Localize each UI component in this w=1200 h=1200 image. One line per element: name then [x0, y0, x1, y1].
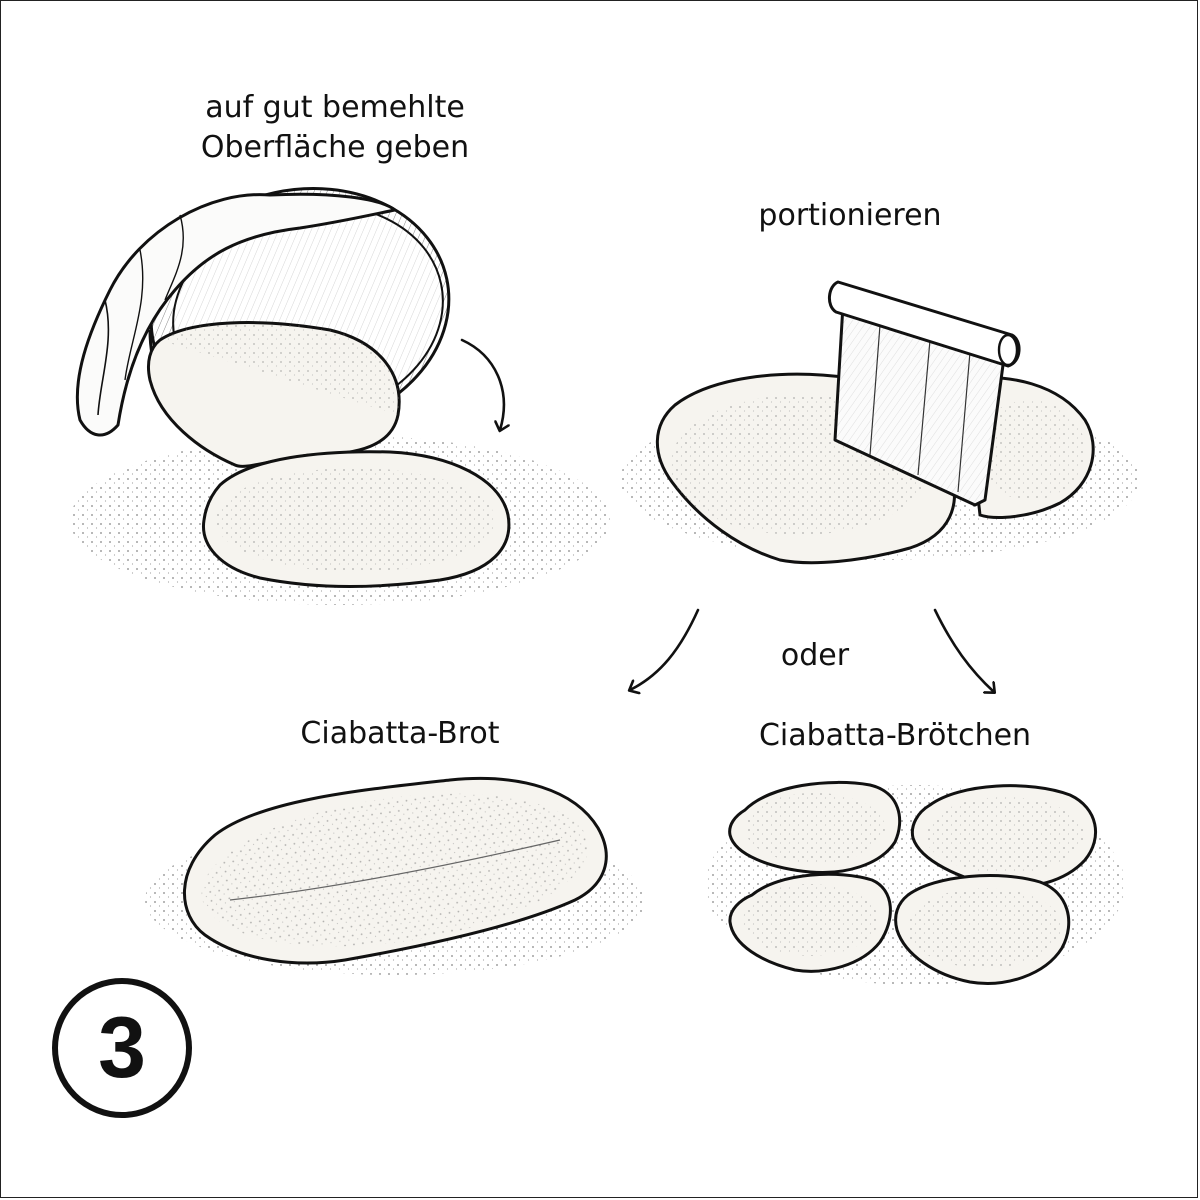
- option-rolls-label: Ciabatta-Brötchen: [758, 718, 1032, 753]
- option-loaf-label: Ciabatta-Brot: [300, 716, 500, 751]
- ciabatta-roll-1: [728, 780, 902, 875]
- instruction-turn-out: auf gut bemehlte Oberfläche geben: [160, 88, 510, 168]
- dough-turned-out: [202, 450, 511, 588]
- arrow-to-rolls: [933, 608, 994, 692]
- bench-scraper-icon: [828, 280, 1021, 507]
- ciabatta-roll-2: [910, 784, 1098, 889]
- step-number-badge: 3: [52, 978, 192, 1118]
- ciabatta-loaf: [183, 776, 608, 965]
- arrow-to-loaf: [630, 608, 700, 690]
- ciabatta-roll-3: [728, 872, 892, 973]
- ciabatta-roll-4: [894, 874, 1071, 985]
- kitchen-towel: [75, 192, 397, 437]
- instruction-turn-out-line1: auf gut bemehlte: [205, 90, 465, 125]
- choice-separator: oder: [780, 638, 850, 673]
- dough-sliding-from-bowl: [146, 321, 401, 468]
- instruction-turn-out-line2: Oberfläche geben: [200, 130, 470, 165]
- arrow-turn-out: [460, 338, 504, 430]
- instruction-divide: portionieren: [758, 198, 942, 233]
